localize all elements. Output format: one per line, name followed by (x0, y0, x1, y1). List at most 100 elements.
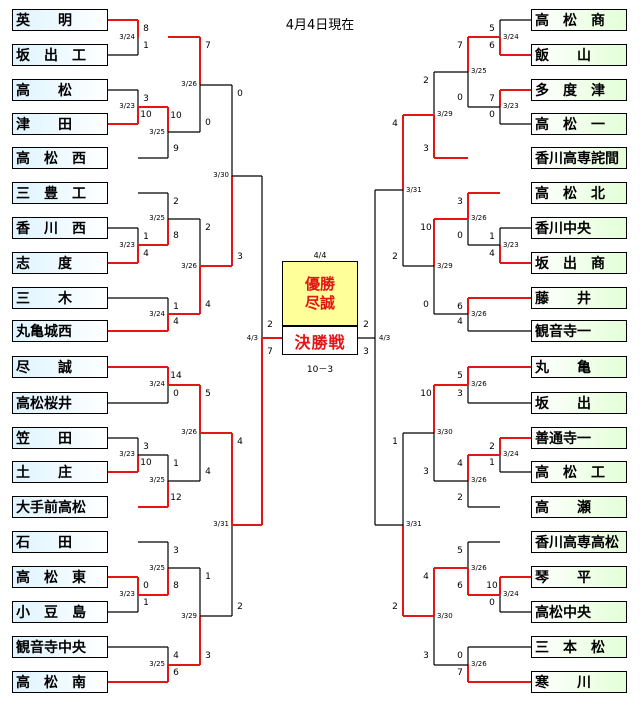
match-date: 3/26 (471, 476, 487, 484)
score-top: 14 (170, 371, 182, 381)
team-box-right[interactable]: 琴 平 (531, 566, 627, 588)
score-top: 5 (457, 546, 463, 556)
team-box-left[interactable]: 高 松 南 (12, 671, 108, 693)
match-date: 3/23 (119, 240, 135, 249)
team-box-right[interactable]: 高 松 商 (531, 9, 627, 31)
team-box-left[interactable]: 石 田 (12, 531, 108, 553)
score-bottom: 3 (457, 389, 463, 399)
team-name: 尽 誠 (16, 360, 72, 376)
team-box-right[interactable]: 丸 亀 (531, 356, 627, 378)
match-date: 3/25 (149, 476, 165, 484)
team-box-right[interactable]: 寒 川 (531, 671, 627, 693)
score-bottom: 0 (457, 93, 463, 103)
team-name: 高 松 東 (16, 570, 86, 586)
score-bottom: 1 (489, 458, 495, 468)
final-right-score-top: 2 (363, 320, 369, 330)
team-name: 高松桜井 (16, 396, 72, 412)
team-box-left[interactable]: 三 豊 工 (12, 182, 108, 204)
match-date: 3/31 (406, 185, 422, 194)
team-box-right[interactable]: 坂 出 (531, 392, 627, 414)
team-name: 志 度 (16, 256, 72, 272)
team-box-left[interactable]: 尽 誠 (12, 356, 108, 378)
team-box-right[interactable]: 坂 出 商 (531, 252, 627, 274)
team-box-left[interactable]: 丸亀城西 (12, 320, 108, 342)
team-box-left[interactable]: 香 川 西 (12, 217, 108, 239)
team-box-right[interactable]: 香川高専高松 (531, 531, 627, 553)
match-date: 3/30 (437, 428, 453, 436)
match-date: 3/24 (503, 450, 519, 458)
team-box-left[interactable]: 高 松 西 (12, 147, 108, 169)
final-label: 決勝戦 (282, 326, 358, 355)
team-name: 高 松 西 (16, 151, 86, 167)
team-name: 三 本 松 (535, 640, 605, 656)
team-box-left[interactable]: 高松桜井 (12, 392, 108, 414)
match-date: 3/29 (181, 611, 197, 620)
team-box-right[interactable]: 藤 井 (531, 287, 627, 309)
team-box-right[interactable]: 高 松 一 (531, 113, 627, 135)
score-top: 1 (173, 302, 179, 312)
score-top: 10 (420, 389, 432, 399)
score-bottom: 0 (489, 598, 495, 608)
team-name: 坂 出 商 (535, 256, 605, 272)
score-top: 1 (173, 459, 179, 469)
match-date: 3/25 (149, 214, 165, 222)
match-date: 3/23 (119, 589, 135, 598)
score-top: 1 (143, 232, 149, 242)
score-top: 2 (489, 442, 495, 452)
match-date: 3/23 (119, 102, 135, 110)
match-date: 3/30 (213, 170, 229, 179)
match-date: 3/24 (503, 32, 519, 41)
team-name: 小 豆 島 (16, 605, 86, 621)
champion-label: 優勝 (304, 274, 335, 293)
team-box-left[interactable]: 大手前高松 (12, 496, 108, 518)
team-box-right[interactable]: 高 松 北 (531, 182, 627, 204)
team-box-right[interactable]: 多 度 津 (531, 79, 627, 101)
match-date: 3/31 (406, 519, 422, 528)
team-name: 三 木 (16, 291, 72, 307)
match-date: 3/24 (149, 380, 165, 388)
score-bottom: 3 (423, 467, 429, 477)
score-bottom: 0 (423, 300, 429, 310)
team-box-right[interactable]: 高 松 工 (531, 461, 627, 483)
match-date: 3/25 (149, 127, 165, 136)
score-bottom: 4 (489, 249, 495, 259)
score-top: 2 (205, 223, 211, 233)
score-bottom: 3 (423, 651, 429, 661)
champion-box: 優勝 尽誠 (282, 261, 358, 326)
score-top: 3 (143, 442, 149, 452)
score-top: 4 (237, 437, 243, 447)
team-box-left[interactable]: 志 度 (12, 252, 108, 274)
team-box-left[interactable]: 英 明 (12, 9, 108, 31)
team-box-right[interactable]: 観音寺一 (531, 320, 627, 342)
team-name: 三 豊 工 (16, 186, 86, 202)
team-box-right[interactable]: 高 瀬 (531, 496, 627, 518)
team-box-right[interactable]: 香川中央 (531, 217, 627, 239)
team-name: 津 田 (16, 117, 72, 133)
team-box-left[interactable]: 観音寺中央 (12, 636, 108, 658)
team-box-right[interactable]: 高松中央 (531, 601, 627, 623)
team-box-left[interactable]: 津 田 (12, 113, 108, 135)
score-top: 1 (392, 437, 398, 447)
team-box-left[interactable]: 高 松 (12, 79, 108, 101)
team-box-left[interactable]: 笠 田 (12, 427, 108, 449)
team-name: 坂 出 工 (16, 48, 86, 64)
team-name: 観音寺一 (535, 324, 591, 340)
team-box-left[interactable]: 坂 出 工 (12, 44, 108, 66)
team-box-right[interactable]: 香川高専詫間 (531, 147, 627, 169)
team-name: 香川中央 (535, 221, 591, 237)
team-box-left[interactable]: 小 豆 島 (12, 601, 108, 623)
score-top: 7 (457, 41, 463, 51)
team-name: 丸 亀 (535, 360, 591, 376)
team-box-left[interactable]: 三 木 (12, 287, 108, 309)
team-box-right[interactable]: 善通寺一 (531, 427, 627, 449)
team-name: 石 田 (16, 535, 72, 551)
score-bottom: 10 (140, 458, 152, 468)
score-top: 4 (173, 651, 179, 661)
team-box-right[interactable]: 飯 山 (531, 44, 627, 66)
team-box-left[interactable]: 土 庄 (12, 461, 108, 483)
match-date: 3/31 (213, 519, 229, 528)
score-bottom: 0 (489, 110, 495, 120)
team-box-right[interactable]: 三 本 松 (531, 636, 627, 658)
team-box-left[interactable]: 高 松 東 (12, 566, 108, 588)
team-name: 土 庄 (16, 465, 72, 481)
